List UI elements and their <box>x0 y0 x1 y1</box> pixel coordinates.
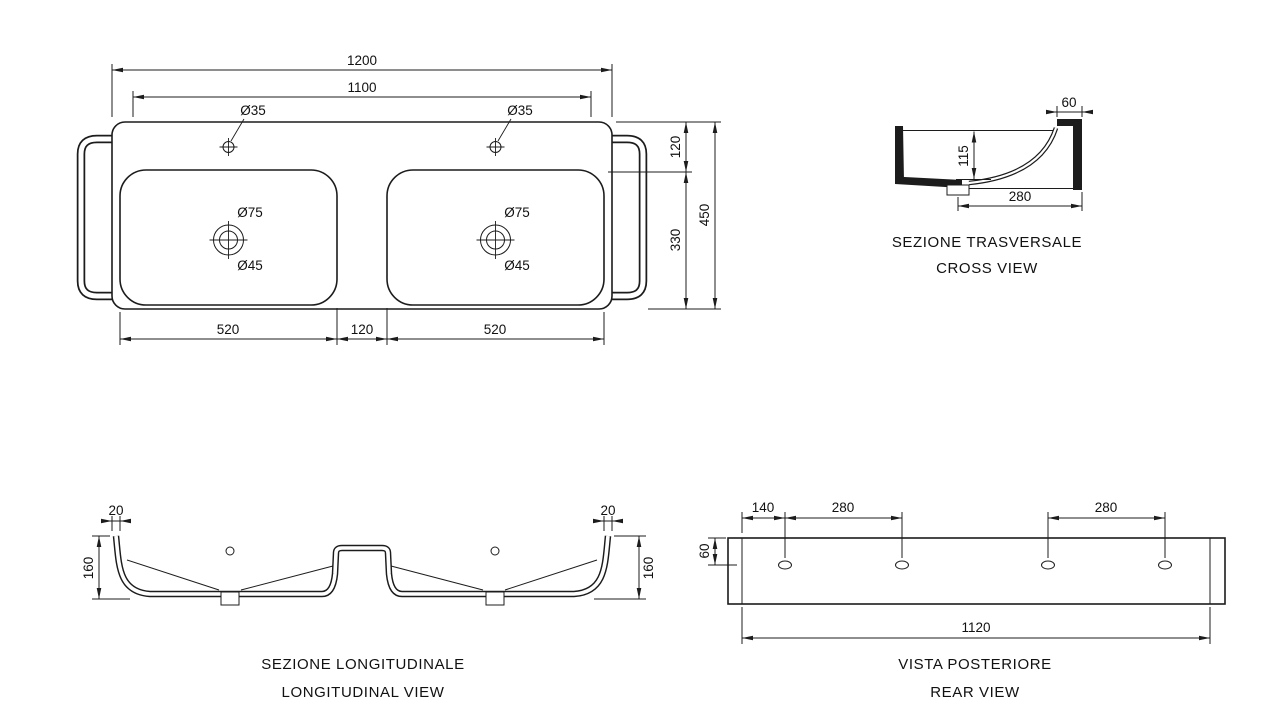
dim-drain-left-bottom-text: Ø45 <box>237 258 263 273</box>
dim-drain-right-bottom-text: Ø45 <box>504 258 530 273</box>
dim-depth-330-text: 330 <box>668 229 683 252</box>
long-drain-left <box>220 591 240 606</box>
dim-gap-120-text: 120 <box>351 322 374 337</box>
rear-body <box>727 537 1226 605</box>
faucet-hole-right-icon <box>486 138 505 156</box>
long-slope-right-b <box>504 559 598 591</box>
dim-bowl-left-520-text: 520 <box>217 322 240 337</box>
long-slope-left-b <box>240 565 334 591</box>
long-drain-right <box>485 591 505 606</box>
dim-depth-115-text: 115 <box>956 145 971 167</box>
dim-width-280-cross-text: 280 <box>1009 189 1032 204</box>
long-slope-right-a <box>390 565 484 591</box>
dim-height-60: 60 <box>697 537 737 566</box>
dim-hole-offset-140-text: 140 <box>752 500 775 515</box>
rear-fixing-hole-3 <box>1041 560 1055 570</box>
cross-left-wall <box>895 126 904 181</box>
drain-right-icon <box>476 221 515 259</box>
rear-view-title-english: REAR VIEW <box>930 684 1020 701</box>
dim-height-right-160: 160 <box>594 535 656 600</box>
dim-width-1200-text: 1200 <box>347 53 377 68</box>
dim-bowl-right-520-text: 520 <box>484 322 507 337</box>
label-faucet-right: Ø35 <box>497 103 533 142</box>
dim-hole-spacing-left-280-text: 280 <box>832 500 855 515</box>
dim-height-60-text: 60 <box>697 543 712 558</box>
bowl-left <box>119 169 338 306</box>
cross-rear-wall <box>1073 119 1082 190</box>
rear-fixing-hole-1 <box>778 560 792 570</box>
dim-width-280-cross: 280 <box>957 189 1083 211</box>
long-faucet-left-icon <box>225 546 235 556</box>
faucet-hole-left-icon <box>219 138 238 156</box>
dim-depth-120-text: 120 <box>668 136 683 159</box>
dim-hole-spacing-left-280: 280 <box>785 500 903 558</box>
cross-drain <box>946 184 970 196</box>
cross-top-ledge <box>1057 119 1082 126</box>
cross-view-title-english: CROSS VIEW <box>936 260 1038 277</box>
long-profile <box>112 535 612 598</box>
dim-wall-left-20: 20 <box>101 503 131 531</box>
rear-fixing-hole-4 <box>1158 560 1172 570</box>
dim-height-left-160: 160 <box>81 535 130 600</box>
towel-rail-left-icon <box>76 134 112 301</box>
plan-view: Ø35 Ø35 Ø75 Ø45 Ø75 Ø45 1200 1100 120 33… <box>76 53 721 345</box>
dim-depth-120: 120 <box>608 121 721 173</box>
longitudinal-view-title-english: LONGITUDINAL VIEW <box>282 684 445 701</box>
bowl-right <box>386 169 605 306</box>
dim-faucet-right-text: Ø35 <box>507 103 533 118</box>
dim-bottom-widths: 520 120 520 <box>119 308 605 345</box>
long-faucet-right-icon <box>490 546 500 556</box>
dim-depth-330: 330 <box>648 172 721 310</box>
dim-wall-right-20: 20 <box>593 503 623 531</box>
dim-hole-spacing-right-280: 280 <box>1047 500 1166 558</box>
dim-height-left-160-text: 160 <box>81 557 96 580</box>
drain-left-icon <box>209 221 248 259</box>
longitudinal-section-view: 20 20 160 160 SEZIONE LONGITUDINALE LONG… <box>81 503 656 701</box>
basin-outline <box>111 121 613 310</box>
dim-faucet-left-text: Ø35 <box>240 103 266 118</box>
long-slope-left-a <box>126 559 220 591</box>
dim-drain-left-top-text: Ø75 <box>237 205 263 220</box>
dim-height-right-160-text: 160 <box>641 557 656 580</box>
dim-width-1120-text: 1120 <box>961 620 990 635</box>
rear-fixing-hole-2 <box>895 560 909 570</box>
dim-ledge-60-text: 60 <box>1061 95 1076 110</box>
dim-width-1100-text: 1100 <box>347 80 376 95</box>
cross-floor <box>895 176 962 188</box>
dim-depth-450-text: 450 <box>697 204 712 227</box>
dim-width-1100: 1100 <box>132 80 592 117</box>
dim-drain-right-top-text: Ø75 <box>504 205 530 220</box>
dim-depth-450: 450 <box>697 122 718 309</box>
dim-width-1120: 1120 <box>741 607 1211 644</box>
label-faucet-left: Ø35 <box>230 103 266 142</box>
dim-wall-right-20-text: 20 <box>600 503 615 518</box>
dim-width-1200: 1200 <box>111 53 613 117</box>
longitudinal-view-title-italian: SEZIONE LONGITUDINALE <box>261 656 464 673</box>
towel-rail-right-icon <box>612 134 648 301</box>
rear-view-title-italian: VISTA POSTERIORE <box>898 656 1052 673</box>
dim-hole-spacing-right-280-text: 280 <box>1095 500 1118 515</box>
cross-view-title-italian: SEZIONE TRASVERSALE <box>892 234 1082 251</box>
cross-section-view: 60 115 280 SEZIONE TRASVERSALE CROSS VIE… <box>892 95 1093 277</box>
rear-view: 140 280 280 60 1120 VISTA POSTERIORE REA… <box>697 500 1226 701</box>
cross-back-curve <box>968 127 1059 186</box>
dim-wall-left-20-text: 20 <box>108 503 123 518</box>
dim-depth-115: 115 <box>956 131 991 180</box>
dim-ledge-60: 60 <box>1046 95 1093 117</box>
